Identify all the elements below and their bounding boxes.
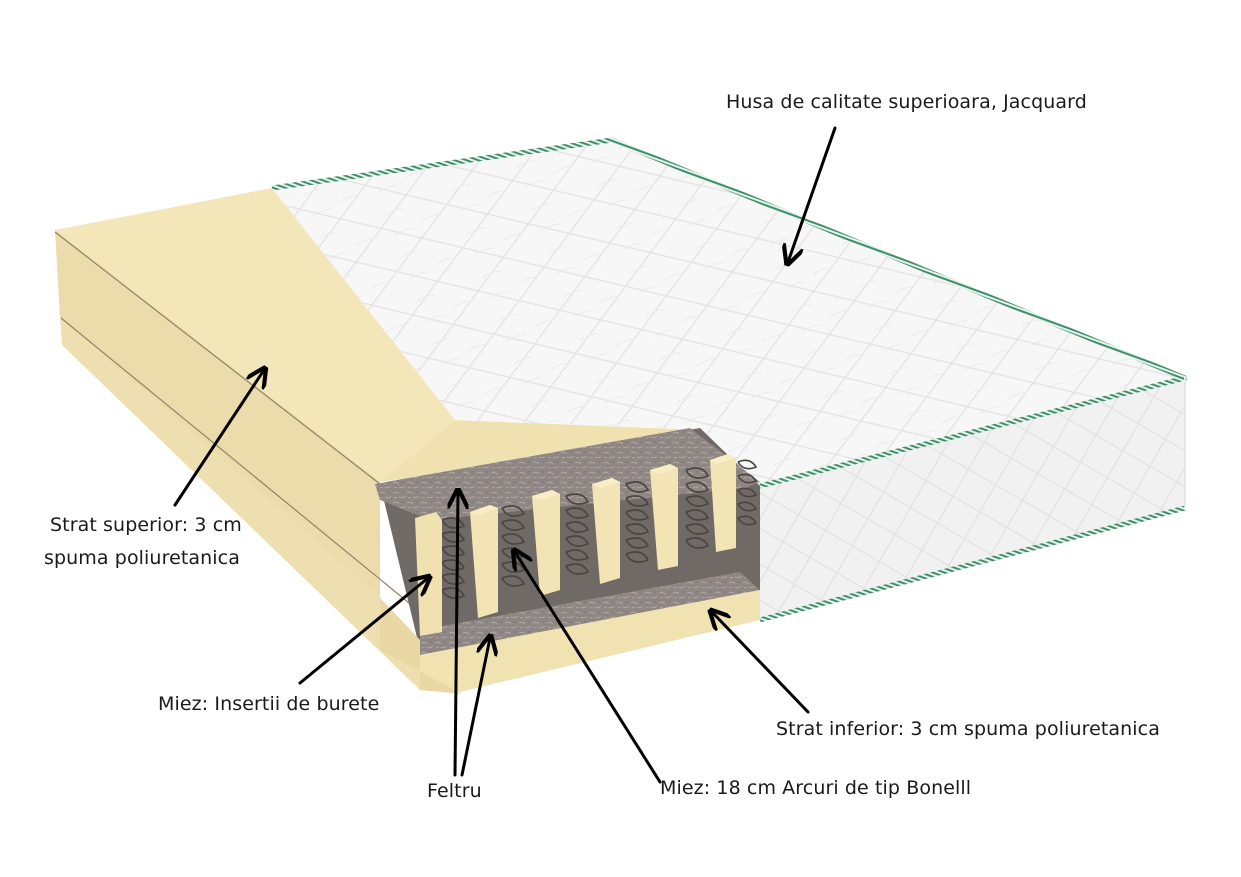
cover-top-piping xyxy=(271,137,1188,489)
arrow-core-springs xyxy=(515,552,662,784)
label-top-layer-line1: Strat superior: 3 cm xyxy=(50,514,242,536)
arrow-bottom-layer xyxy=(712,612,810,714)
arrow-top-layer xyxy=(173,370,264,507)
label-core-springs: Miez: 18 cm Arcuri de tip Bonelll xyxy=(660,777,972,799)
arrow-core-inserts xyxy=(298,578,428,685)
jacquard-cover xyxy=(271,137,1188,623)
label-cover: Husa de calitate superioara, Jacquard xyxy=(726,91,1087,113)
arrow-cover xyxy=(788,126,837,262)
arrow-felt-upper xyxy=(455,492,458,777)
top-foam-layer xyxy=(54,188,700,690)
core-cutaway xyxy=(375,428,760,694)
label-core-inserts: Miez: Insertii de burete xyxy=(158,693,380,715)
label-felt: Feltru xyxy=(427,780,482,802)
annotation-arrows xyxy=(173,126,837,784)
lower-felt-layer xyxy=(420,572,760,655)
upper-felt-layer xyxy=(375,428,760,520)
foam-inserts xyxy=(415,454,736,636)
arrow-felt-lower xyxy=(460,638,490,777)
bottom-foam-layer xyxy=(420,590,760,692)
label-top-layer-line2: spuma poliuretanica xyxy=(44,547,240,569)
bonell-springs xyxy=(441,459,758,599)
cover-bottom-piping xyxy=(759,505,1186,623)
label-bottom-layer: Strat inferior: 3 cm spuma poliuretanica xyxy=(776,718,1160,740)
